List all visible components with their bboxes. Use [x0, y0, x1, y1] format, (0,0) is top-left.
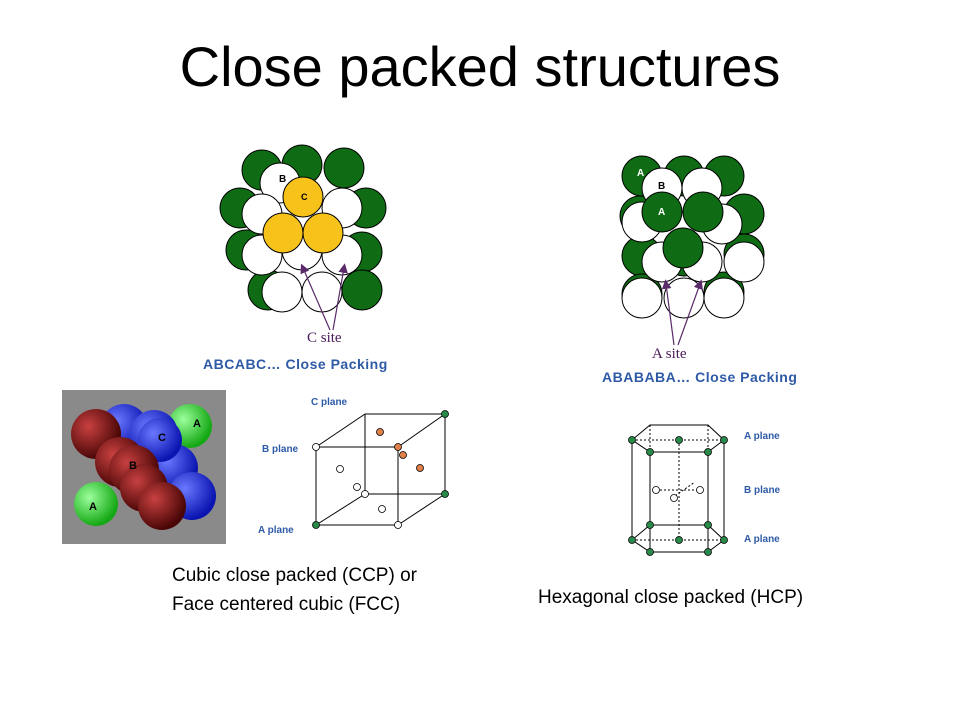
hcp-bottom-a-plane-label: A plane: [744, 534, 780, 545]
hcp-a-front-layer: [641, 191, 724, 269]
hcp-b-plane-label: B plane: [744, 485, 781, 496]
fcc-b-plane-label: B plane: [262, 444, 299, 455]
ccp-c-layer: [262, 176, 344, 254]
ccp-site-arrows: [300, 263, 348, 331]
ccp-site-label: C site: [307, 330, 342, 346]
fcc-a-plane-label: A plane: [258, 525, 294, 536]
ccp-caption-line1: Cubic close packed (CCP) or: [172, 565, 417, 586]
hcp-top-a-plane-label: A plane: [744, 431, 780, 442]
hcp-sphere-label-b: B: [658, 181, 666, 192]
ccp-sphere-model: A C B A: [62, 390, 226, 544]
hcp-layer-caption: ABABABA… Close Packing: [602, 369, 798, 385]
page-title: Close packed structures: [179, 35, 781, 98]
ccp-caption-line2: Face centered cubic (FCC): [172, 594, 401, 615]
ccp-sphere-label-b: B: [279, 174, 287, 185]
model-label-a-top: A: [193, 418, 201, 430]
ccp-b-layer: [241, 162, 363, 313]
model-label-b: B: [129, 460, 137, 472]
fcc-c-plane-label: C plane: [311, 397, 348, 408]
ccp-layer-caption: ABCABC… Close Packing: [203, 356, 388, 372]
model-label-a-bottom: A: [89, 501, 97, 513]
hcp-site-label: A site: [652, 346, 687, 362]
model-label-c: C: [158, 432, 166, 444]
hcp-site-arrows: [661, 279, 703, 346]
red-sphere: [138, 482, 186, 530]
hcp-caption: Hexagonal close packed (HCP): [538, 587, 804, 608]
ccp-sphere-label-c: C: [301, 192, 308, 202]
green-sphere: [74, 482, 118, 526]
hcp-sphere-label-a: A: [658, 207, 666, 218]
hcp-sphere-label-a-top: A: [637, 168, 645, 179]
